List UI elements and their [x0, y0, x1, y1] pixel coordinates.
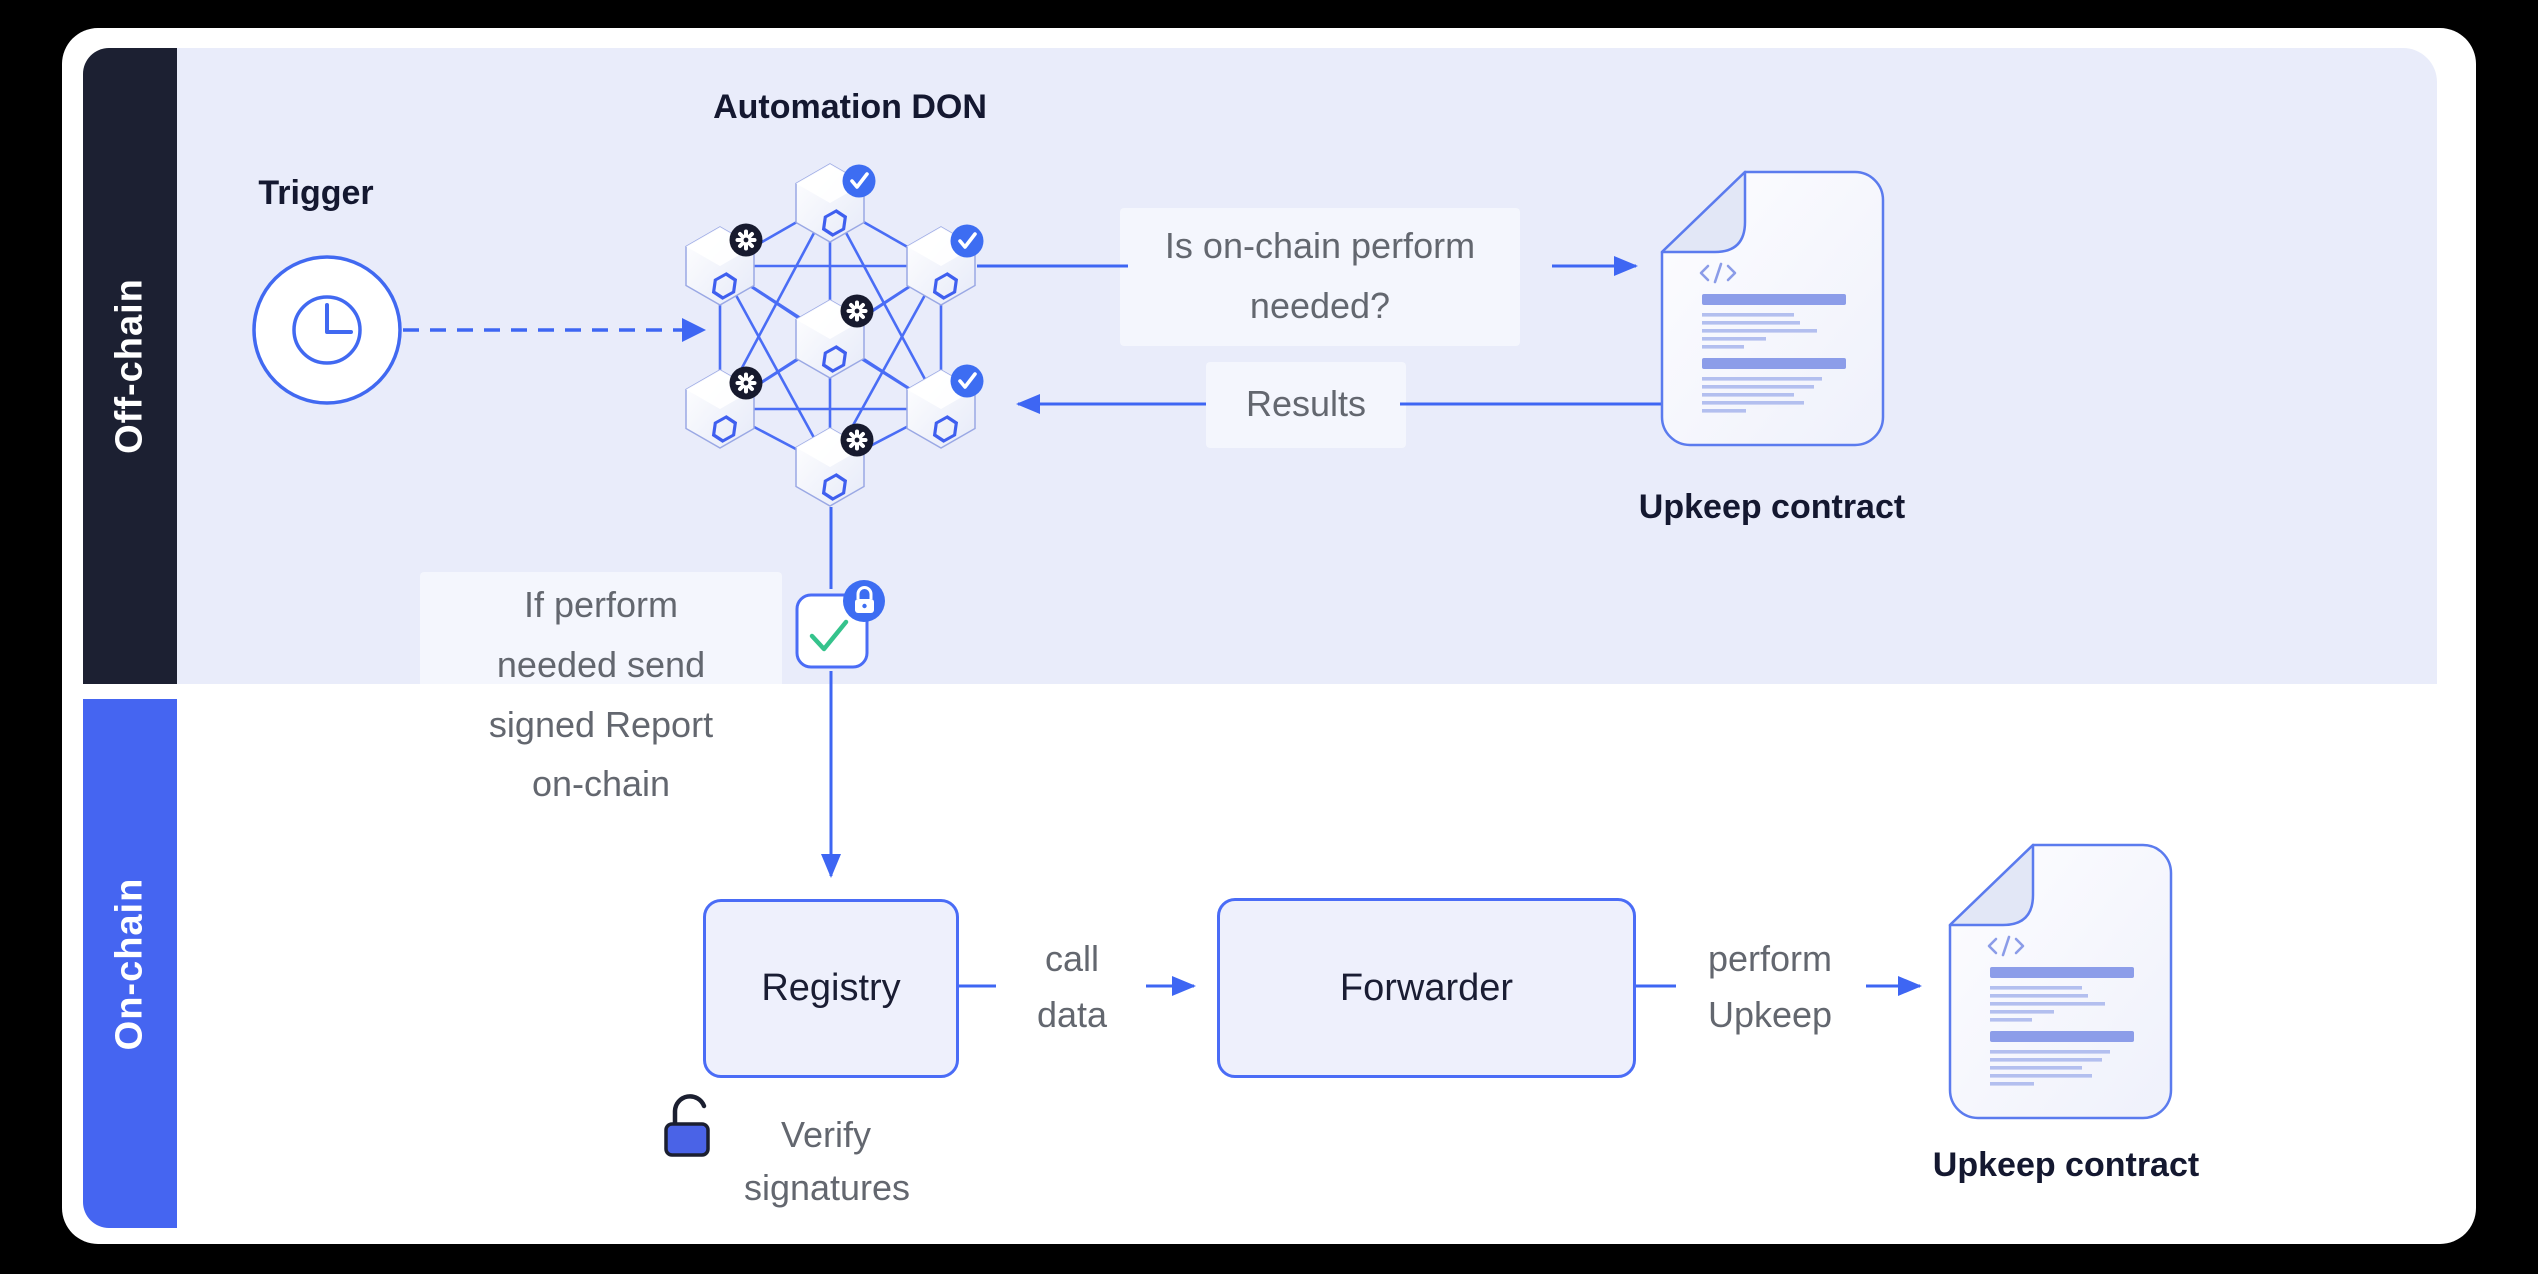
forwarder-box: Forwarder [1217, 898, 1636, 1078]
question-line2: needed? [1249, 285, 1391, 326]
don-node [794, 292, 876, 380]
report-note-line2: needed send [496, 644, 706, 685]
report-note-line1: If perform [523, 584, 679, 625]
offchain-strip: Off-chain [83, 48, 177, 684]
check-badge-icon [840, 162, 878, 200]
calldata-line2: data [1036, 994, 1108, 1035]
don-node [684, 364, 765, 450]
automation-don-title: Automation DON [713, 88, 987, 126]
upkeep-contract-bottom-label: Upkeep contract [1932, 1146, 2200, 1184]
don-node [794, 162, 878, 244]
don-node [684, 221, 765, 307]
gear-badge-icon [727, 221, 765, 259]
results-label-panel [1206, 362, 1406, 448]
upkeep-contract-bottom-icon [1948, 843, 2173, 1120]
upkeep-contract-top-icon [1660, 170, 1885, 447]
forwarder-label: Forwarder [1339, 966, 1514, 1009]
report-note-line4: on-chain [531, 763, 671, 804]
upkeep-contract-top-label: Upkeep contract [1638, 488, 1906, 526]
don-node [905, 222, 986, 307]
clock-icon [252, 255, 402, 405]
results-label: Results [1245, 383, 1367, 424]
trigger-dashed-arrow [403, 318, 706, 342]
check-badge-icon [948, 362, 986, 400]
open-padlock-icon [664, 1094, 710, 1157]
check-badge-icon [948, 222, 986, 260]
onchain-strip: On-chain [83, 699, 177, 1228]
trigger-label: Trigger [258, 174, 374, 212]
don-node [794, 421, 876, 508]
gear-badge-icon [727, 364, 765, 402]
don-network [684, 162, 986, 508]
gear-badge-icon [838, 421, 876, 459]
question-label-panel [1120, 208, 1520, 346]
perform-line1: perform [1707, 938, 1833, 979]
lock-badge-icon [843, 580, 885, 622]
gear-badge-icon [838, 292, 876, 330]
report-check-icon [795, 580, 885, 669]
verify-line1: Verify [780, 1114, 872, 1155]
perform-line2: Upkeep [1707, 994, 1833, 1035]
report-note-panel [420, 572, 782, 706]
report-note-line3: signed Report [488, 704, 714, 745]
calldata-line1: call [1044, 938, 1100, 979]
registry-label: Registry [761, 967, 901, 1009]
registry-box: Registry [703, 899, 959, 1078]
don-node [905, 362, 986, 450]
question-line1: Is on-chain perform [1164, 225, 1476, 266]
verify-line2: signatures [743, 1167, 911, 1208]
